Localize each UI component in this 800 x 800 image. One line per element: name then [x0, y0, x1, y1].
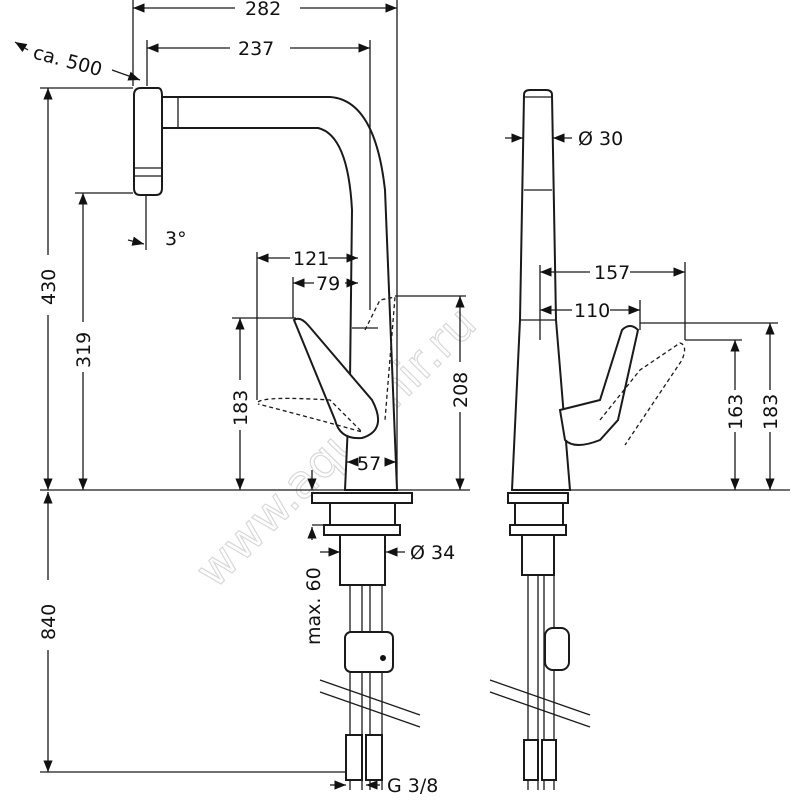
spout-head: [133, 87, 163, 196]
dim-spout-angle: 3°: [165, 228, 187, 250]
dim-front-lever-open-height: 183: [760, 394, 782, 430]
dim-connection-thread: G 3/8: [387, 775, 438, 797]
dim-overall-reach: 282: [245, 0, 281, 20]
dim-lever-reach-max: 121: [293, 248, 329, 270]
dim-pullout-length: ca. 500: [31, 42, 105, 81]
front-view: Ø 30 157 110 163 183: [489, 89, 790, 790]
dim-spout-height: 319: [73, 332, 95, 368]
spout-arm: [161, 96, 399, 491]
dim-spout-reach: 237: [238, 38, 274, 60]
dim-front-lever-reach-max: 157: [594, 262, 630, 284]
dim-spout-diameter: Ø 30: [578, 128, 623, 150]
side-view: 282 237 ca. 500 430 319 3° 121 79 183 20…: [14, 0, 472, 797]
dim-total-height: 430: [38, 269, 60, 305]
dim-base-width: 57: [357, 453, 381, 475]
lever: [292, 317, 380, 440]
lever: [558, 325, 640, 446]
dim-hose-length: 840: [38, 604, 60, 640]
dim-lever-open-height: 208: [450, 372, 472, 408]
dim-max-deck-thickness: max. 60: [303, 567, 325, 645]
dim-front-lever-height: 163: [725, 394, 747, 430]
dim-lever-reach: 79: [316, 273, 340, 295]
spout-body: [510, 89, 572, 491]
dim-front-lever-reach: 110: [574, 300, 610, 322]
dim-shank-diameter: Ø 34: [410, 542, 455, 564]
dim-lever-height: 183: [230, 390, 252, 426]
